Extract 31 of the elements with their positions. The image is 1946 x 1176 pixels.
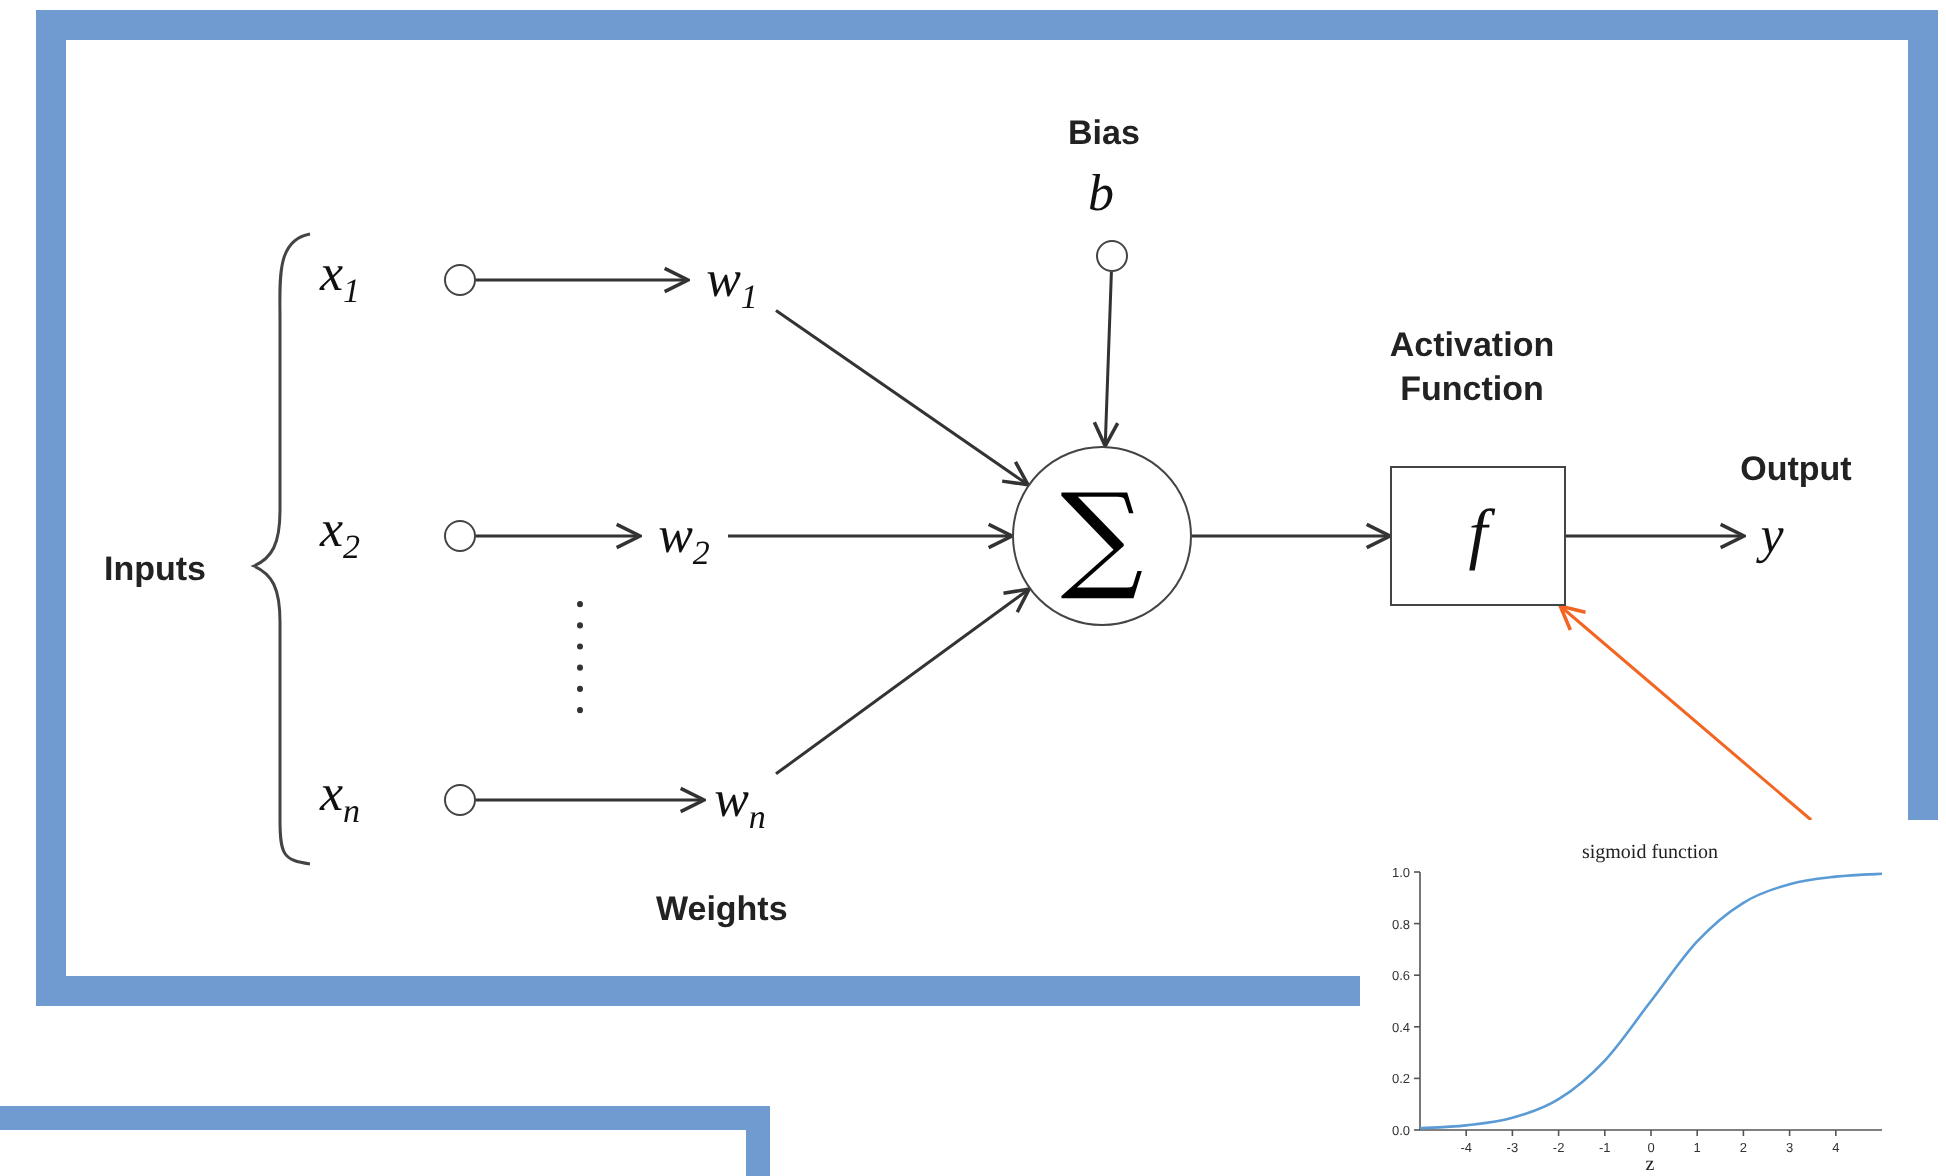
heading-label: Bias xyxy=(1066,112,1142,156)
arrow xyxy=(1192,522,1392,550)
variable-label: x$_{1}$ xyxy=(320,248,361,309)
axis-label: z xyxy=(1645,1154,1655,1176)
input-node xyxy=(444,520,476,552)
arrow xyxy=(1566,522,1746,550)
summation-node: ∑ xyxy=(1012,446,1192,626)
input-node xyxy=(444,784,476,816)
heading-label: Activation Function xyxy=(1387,324,1557,413)
arrow xyxy=(476,786,706,814)
arrow xyxy=(775,309,1030,487)
weight-label: w$_{2}$ xyxy=(640,502,728,570)
bias-node xyxy=(1096,240,1128,272)
variable-label: x$_{n}$ xyxy=(320,768,361,829)
activation-box: f xyxy=(1390,466,1566,606)
arrow xyxy=(476,522,642,550)
arrow xyxy=(1558,604,1813,822)
input-node xyxy=(444,264,476,296)
arrow xyxy=(728,522,1014,550)
arrow xyxy=(775,587,1031,775)
group-label: Weights xyxy=(656,888,788,932)
heading-label: Output xyxy=(1738,448,1854,492)
variable-label: x$_{2}$ xyxy=(320,504,361,565)
group-label: Inputs xyxy=(104,548,206,592)
weight-label: w$_{n}$ xyxy=(704,766,776,834)
arrow xyxy=(476,266,690,294)
chart-title: sigmoid function xyxy=(1581,842,1719,864)
arrow xyxy=(1092,271,1120,448)
output-label: y xyxy=(1744,502,1800,570)
weight-label: w$_{1}$ xyxy=(688,246,776,314)
variable-label: b xyxy=(1088,168,1114,220)
